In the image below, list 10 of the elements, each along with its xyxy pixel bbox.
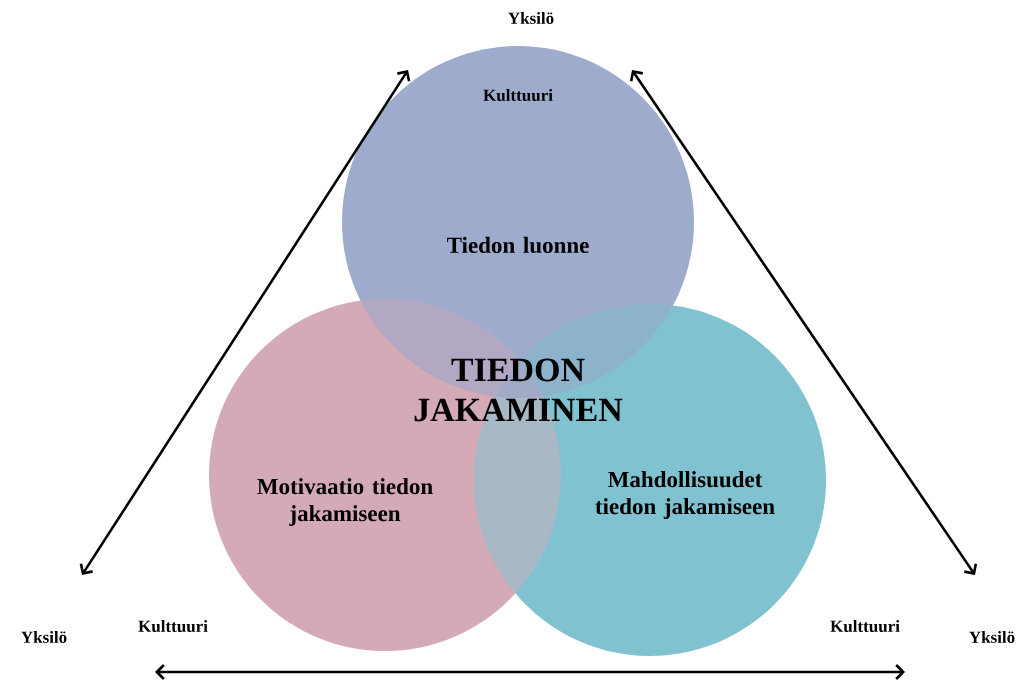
- center-title: TIEDON JAKAMINEN: [414, 358, 623, 422]
- axis-label: Kulttuuri: [483, 89, 553, 101]
- circle-label: Mahdollisuudet tiedon jakamiseen: [595, 471, 775, 519]
- circle-label: Tiedon luonne: [447, 236, 589, 254]
- axis-label: Yksilö: [508, 12, 554, 24]
- circle-label: Motivaatio tiedon jakamiseen: [257, 478, 433, 526]
- axis-label: Kulttuuri: [830, 620, 900, 632]
- axis-label: Yksilö: [969, 631, 1015, 643]
- axis-label: Kulttuuri: [138, 620, 208, 632]
- axis-label: Yksilö: [21, 631, 67, 643]
